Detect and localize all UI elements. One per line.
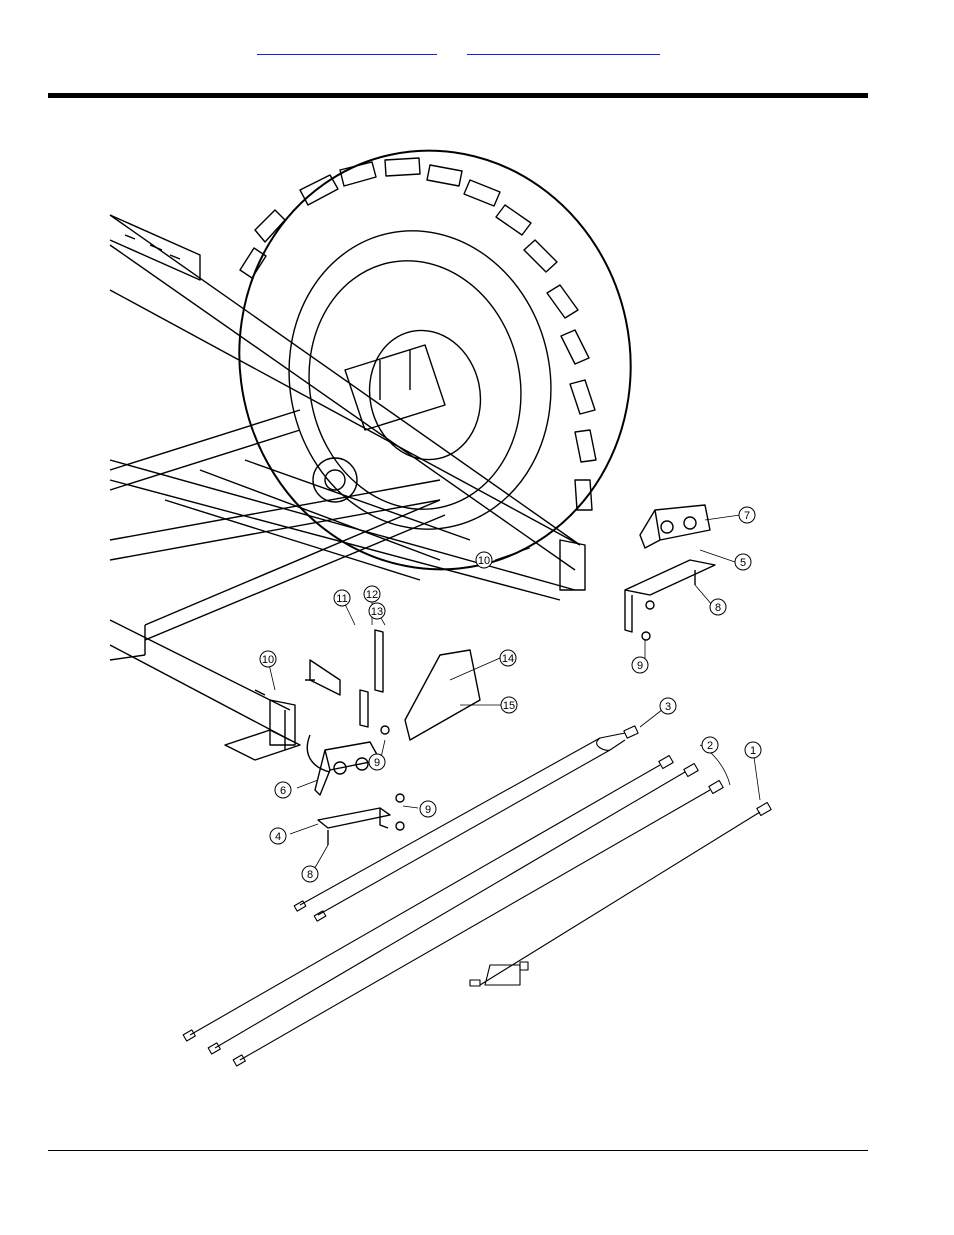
callout-number: 8 [307, 869, 313, 881]
callout-number: 11 [336, 593, 347, 605]
callout-6: 6 [275, 782, 291, 798]
callout-14: 14 [500, 650, 516, 666]
callout-number: 8 [715, 602, 721, 614]
callout-number: 13 [371, 606, 383, 618]
callout-4: 4 [270, 828, 286, 844]
left-light-assembly [315, 742, 404, 845]
callout-7: 7 [739, 507, 755, 523]
smv-assembly [255, 630, 480, 772]
tire-illustration [201, 140, 670, 606]
callout-number: 5 [740, 557, 746, 569]
callout-number: 4 [275, 831, 281, 843]
callouts: 7 5 8 9 10 11 12 13 14 15 10 9 6 4 9 8 3… [260, 507, 761, 882]
parts-diagram: 7 5 8 9 10 11 12 13 14 15 10 9 6 4 9 8 3… [100, 140, 780, 1080]
callout-11: 11 [334, 590, 350, 606]
callout-3: 3 [660, 698, 676, 714]
callout-9b: 9 [369, 754, 385, 770]
callout-10b: 10 [260, 651, 276, 667]
callout-number: 7 [744, 510, 750, 522]
callout-number: 12 [366, 589, 378, 601]
callout-number: 14 [502, 653, 514, 665]
callout-15: 15 [501, 697, 517, 713]
callout-8a: 8 [710, 599, 726, 615]
frame-illustration [110, 215, 585, 760]
callout-number: 2 [707, 740, 713, 752]
callout-number: 9 [374, 757, 380, 769]
callout-9a: 9 [632, 657, 648, 673]
callout-10a: 10 [476, 552, 492, 568]
callout-5: 5 [735, 554, 751, 570]
leader-lines [268, 515, 760, 873]
nav-link-2[interactable] [467, 40, 660, 55]
callout-number: 9 [637, 660, 643, 672]
callout-number: 10 [478, 555, 490, 567]
callout-13: 13 [369, 603, 385, 619]
callout-8b: 8 [302, 866, 318, 882]
callout-number: 3 [665, 701, 671, 713]
right-light-assembly [625, 505, 715, 640]
wiring-harnesses [183, 726, 771, 1066]
footer-rule [48, 1150, 868, 1151]
callout-number: 10 [262, 654, 274, 666]
callout-9c: 9 [420, 801, 436, 817]
callout-number: 15 [503, 700, 515, 712]
callout-number: 6 [280, 785, 286, 797]
header-rule [48, 93, 868, 98]
callout-number: 9 [425, 804, 431, 816]
callout-12: 12 [364, 586, 380, 602]
callout-number: 1 [750, 745, 756, 757]
callout-1: 1 [745, 742, 761, 758]
callout-2: 2 [702, 737, 718, 753]
nav-link-1[interactable] [257, 40, 437, 55]
